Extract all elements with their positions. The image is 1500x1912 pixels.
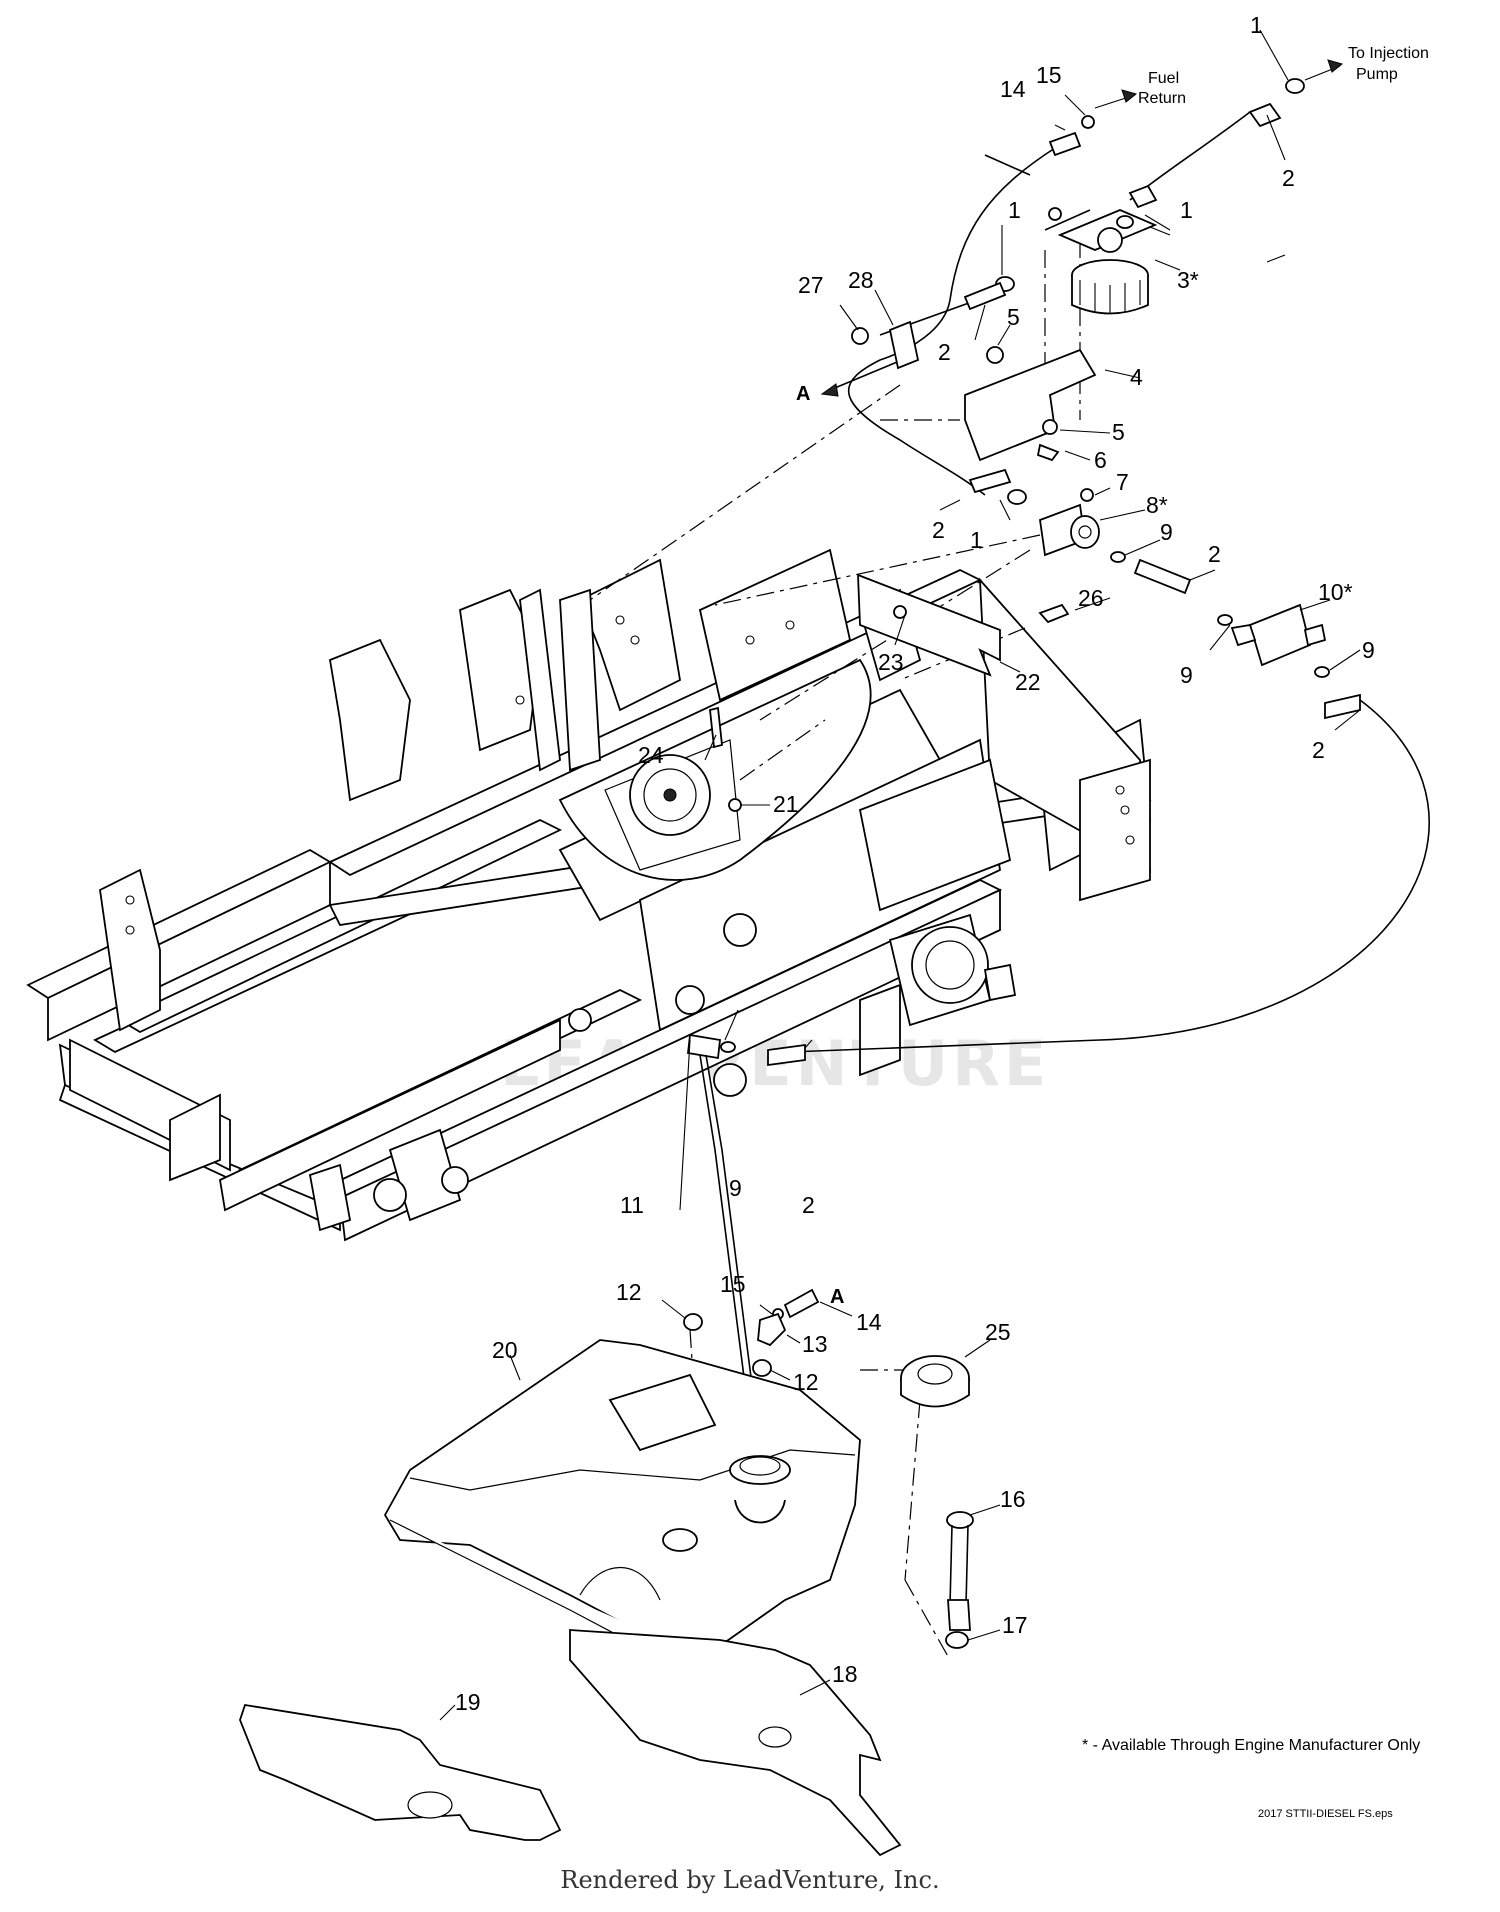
callout-15: 15 xyxy=(1036,62,1062,88)
footnote: * - Available Through Engine Manufacture… xyxy=(1082,1737,1420,1754)
callout-14: 14 xyxy=(1000,76,1026,102)
fitting-15 xyxy=(1081,115,1095,129)
file-name: 2017 STTII-DIESEL FS.eps xyxy=(1258,1808,1393,1820)
callout-28: 28 xyxy=(848,267,874,293)
callout-9: 9 xyxy=(1180,662,1193,688)
callout-9: 9 xyxy=(729,1175,742,1201)
callout-1: 1 xyxy=(970,527,983,553)
leader-lines xyxy=(439,29,1361,1721)
reference-a-top: A xyxy=(796,383,810,405)
fuel-cap-25 xyxy=(900,1355,970,1408)
fuel-gauge-16 xyxy=(946,1511,974,1631)
reference-a-bottom: A xyxy=(830,1286,844,1308)
fuel-pickup-11 xyxy=(687,1033,753,1386)
callout-3: 3* xyxy=(1177,267,1199,293)
callout-27: 27 xyxy=(798,272,824,298)
callout-21: 21 xyxy=(773,791,799,817)
callout-24: 24 xyxy=(638,742,664,768)
nut-5a xyxy=(986,346,1004,364)
inline-fuel-filter-10 xyxy=(1230,603,1327,667)
callout-12: 12 xyxy=(616,1279,642,1305)
callout-20: 20 xyxy=(492,1337,518,1363)
to-injection-pump-label-line1: To Injection xyxy=(1348,45,1429,62)
callout-1: 1 xyxy=(1008,197,1021,223)
callout-2: 2 xyxy=(932,517,945,543)
bracket-22 xyxy=(857,573,1001,677)
bolt-6 xyxy=(1036,443,1060,462)
callout-2: 2 xyxy=(1312,737,1325,763)
frame-holes xyxy=(125,615,1135,935)
clip-28 xyxy=(888,320,920,370)
callout-16: 16 xyxy=(1000,1486,1026,1512)
callout-18: 18 xyxy=(832,1661,858,1687)
bolt-21 xyxy=(728,798,742,812)
mower-frame xyxy=(26,548,1152,1242)
callout-2: 2 xyxy=(802,1192,815,1218)
callout-4: 4 xyxy=(1130,364,1143,390)
callout-26: 26 xyxy=(1078,585,1104,611)
screw-7 xyxy=(1080,488,1094,502)
to-injection-pump-label-line2: Pump xyxy=(1356,66,1398,83)
callout-2: 2 xyxy=(938,339,951,365)
callout-12: 12 xyxy=(793,1369,819,1395)
fuel-return-label-line1: Fuel xyxy=(1148,70,1179,87)
grommet-12a xyxy=(683,1313,703,1331)
clamp-9b xyxy=(1217,614,1233,626)
hose-segments-2 xyxy=(767,102,1361,1067)
fuel-filter-assembly-3 xyxy=(1048,207,1158,315)
callouts: 1 2 3* 1 15 14 1 27 28 2 5 4 5 6 7 8* 9 … xyxy=(455,12,1375,1715)
callout-14: 14 xyxy=(856,1309,882,1335)
shield-19 xyxy=(239,1703,562,1841)
callout-11: 11 xyxy=(620,1192,644,1218)
callout-5: 5 xyxy=(1112,419,1125,445)
callout-1: 1 xyxy=(1250,12,1263,38)
clamp-9d xyxy=(720,1041,736,1053)
clamp-9a xyxy=(1110,551,1126,563)
callout-7: 7 xyxy=(1116,469,1129,495)
callout-19: 19 xyxy=(455,1689,481,1715)
bolt-23 xyxy=(893,605,907,619)
callout-5: 5 xyxy=(1007,304,1020,330)
nut-5b xyxy=(1042,419,1058,435)
callout-17: 17 xyxy=(1002,1612,1028,1638)
bracket-4 xyxy=(964,348,1097,462)
callout-9: 9 xyxy=(1160,519,1173,545)
footer-rendered-by: Rendered by LeadVenture, Inc. xyxy=(560,1866,940,1894)
callout-2: 2 xyxy=(1282,165,1295,191)
callout-9: 9 xyxy=(1362,637,1375,663)
elbow-fitting-13 xyxy=(757,1312,787,1347)
nut-27 xyxy=(851,327,869,345)
fuel-tank-20 xyxy=(383,1339,861,1671)
clamp-9c xyxy=(1314,666,1330,678)
callout-25: 25 xyxy=(985,1319,1011,1345)
text-labels: To Injection Pump Fuel Return A A * - Av… xyxy=(796,45,1429,1820)
hose-14 xyxy=(783,131,1082,1319)
callout-2: 2 xyxy=(1208,541,1221,567)
bolt-24 xyxy=(709,706,723,749)
callout-23: 23 xyxy=(878,649,904,675)
fuel-pump-8 xyxy=(1039,503,1100,557)
callout-8: 8* xyxy=(1146,492,1168,518)
bolt-26 xyxy=(1038,603,1070,624)
hose-clamps-1 xyxy=(995,78,1305,505)
fuel-return-label-line2: Return xyxy=(1138,90,1186,107)
callout-6: 6 xyxy=(1094,447,1107,473)
callout-1: 1 xyxy=(1180,197,1193,223)
callout-13: 13 xyxy=(802,1331,828,1357)
callout-10: 10* xyxy=(1318,579,1353,605)
callout-22: 22 xyxy=(1015,669,1041,695)
callout-15: 15 xyxy=(720,1271,746,1297)
grommet-12b xyxy=(752,1359,772,1377)
grommet-17 xyxy=(945,1631,969,1649)
